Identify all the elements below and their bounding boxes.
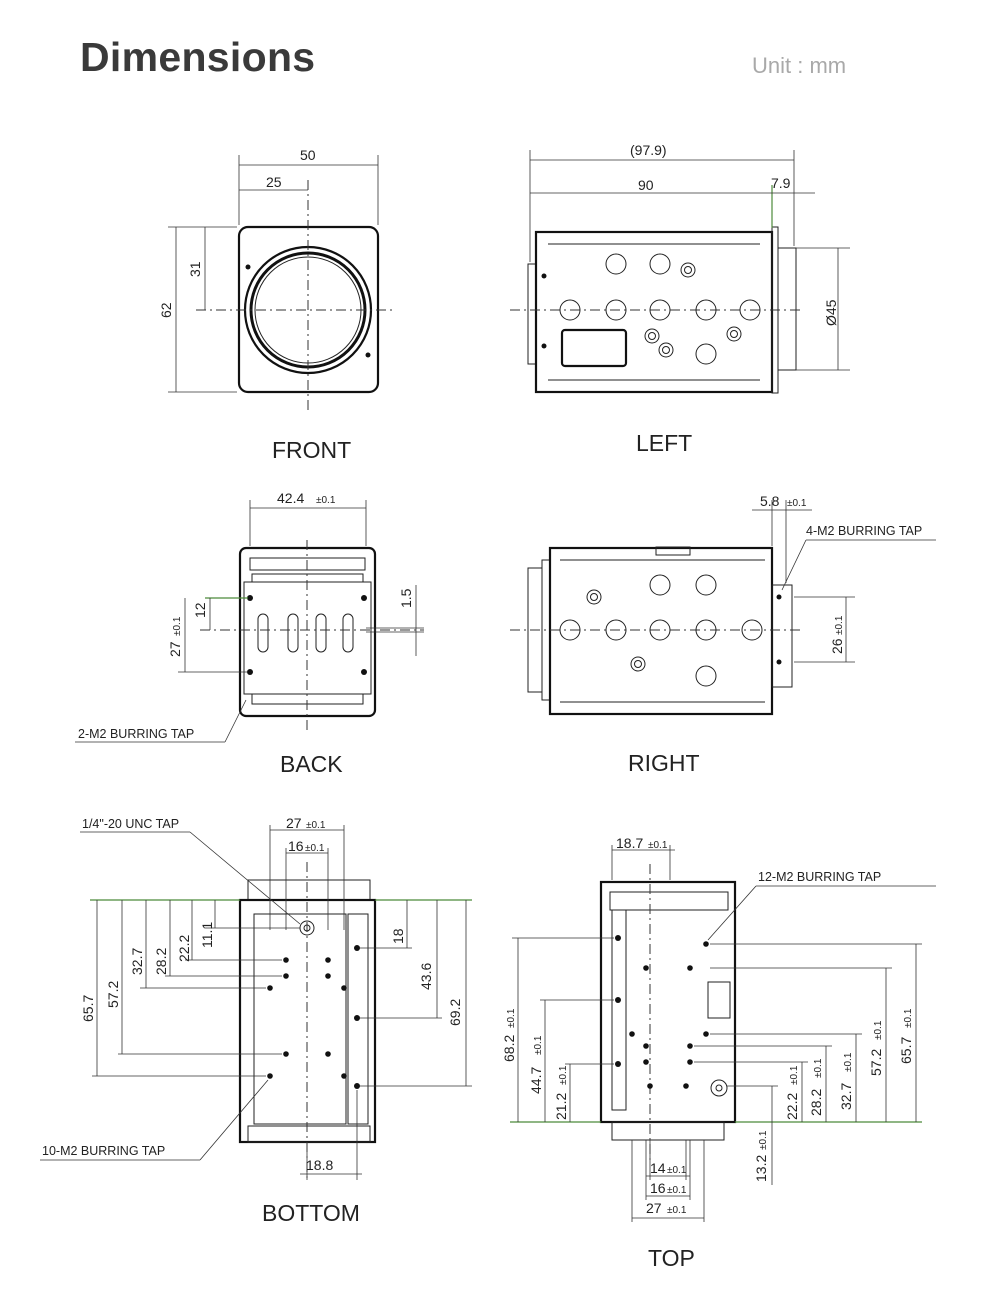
top-h65-dim: 65.7: [898, 1037, 914, 1064]
front-half-width-dim: 25: [266, 174, 282, 190]
top-h68-dim: 68.2: [501, 1035, 517, 1062]
unit-label: Unit : mm: [752, 53, 847, 78]
back-gap-dim: 1.5: [398, 588, 414, 608]
back-view: 42.4 ±0.1 27 ±0.1 12 1.5 2-M2 BURRING TA…: [75, 490, 424, 777]
bottom-h28-dim: 28.2: [153, 948, 169, 975]
top-tap-note: 12-M2 BURRING TAP: [758, 870, 881, 884]
bottom-w16-dim: 16: [288, 838, 304, 854]
front-view: 50 25 62 31 FRONT: [158, 147, 392, 463]
bottom-h32-dim: 32.7: [129, 948, 145, 975]
top-view: 18.7 ±0.1 68.2 ±0.1 44.7 ±0.1 21.2 ±0.1 …: [501, 835, 936, 1271]
top-h22-dim: 22.2: [784, 1093, 800, 1120]
right-body: [548, 546, 774, 716]
top-w27-tol: ±0.1: [667, 1205, 687, 1216]
top-w27-dim: 27: [646, 1200, 662, 1216]
top-h57-tol: ±0.1: [873, 1020, 884, 1040]
top-w14-tol: ±0.1: [667, 1165, 687, 1176]
bottom-h43-dim: 43.6: [418, 963, 434, 990]
back-offset-dim: 12: [192, 602, 208, 618]
top-w16-tol: ±0.1: [667, 1185, 687, 1196]
front-width-dim: 50: [300, 147, 316, 163]
back-height-tol: ±0.1: [172, 616, 183, 636]
bottom-h57-dim: 57.2: [105, 981, 121, 1008]
bottom-view: 27 ±0.1 16 ±0.1 11.1 22.2 28.2 32.7 57.2…: [40, 815, 472, 1226]
top-h28-dim: 28.2: [808, 1089, 824, 1116]
bottom-tap-note: 10-M2 BURRING TAP: [42, 1144, 165, 1158]
right-view-label: RIGHT: [628, 750, 700, 776]
top-h22-tol: ±0.1: [789, 1065, 800, 1085]
back-view-label: BACK: [280, 751, 343, 777]
left-body-dim: 90: [638, 177, 654, 193]
back-body: [238, 546, 377, 718]
top-h65-tol: ±0.1: [903, 1008, 914, 1028]
front-height-dim: 62: [158, 302, 174, 318]
right-view: 5.8 ±0.1 26 ±0.1 4-M2 BURRING TAP RIGHT: [510, 493, 936, 776]
top-h13-tol: ±0.1: [758, 1130, 769, 1150]
bottom-tripod-note: 1/4"-20 UNC TAP: [82, 817, 179, 831]
top-w18-dim: 18.7: [616, 835, 643, 851]
top-h44-tol: ±0.1: [533, 1035, 544, 1055]
bottom-h22-dim: 22.2: [176, 935, 192, 962]
front-view-label: FRONT: [272, 437, 351, 463]
bottom-h65-dim: 65.7: [80, 995, 96, 1022]
bottom-h69-dim: 69.2: [447, 999, 463, 1026]
top-h57-dim: 57.2: [868, 1049, 884, 1076]
top-h68-tol: ±0.1: [506, 1008, 517, 1028]
left-diameter-dim: Ø45: [823, 299, 839, 326]
top-h44-dim: 44.7: [528, 1067, 544, 1094]
top-h28-tol: ±0.1: [813, 1058, 824, 1078]
top-h32-tol: ±0.1: [843, 1052, 854, 1072]
back-height-dim: 27: [167, 641, 183, 657]
right-edge-dim: 5.8: [760, 493, 780, 509]
left-total-dim: (97.9): [630, 142, 667, 158]
right-tap-note: 4-M2 BURRING TAP: [806, 524, 922, 538]
bottom-w27-dim: 27: [286, 815, 302, 831]
back-width-tol: ±0.1: [316, 495, 336, 506]
back-width-dim: 42.4: [277, 490, 304, 506]
left-view-label: LEFT: [636, 430, 692, 456]
bottom-w16-tol: ±0.1: [305, 843, 325, 854]
top-w18-tol: ±0.1: [648, 840, 668, 851]
page-title: Dimensions: [80, 34, 316, 80]
right-edge-tol: ±0.1: [787, 498, 807, 509]
back-tap-note: 2-M2 BURRING TAP: [78, 727, 194, 741]
top-h21-tol: ±0.1: [558, 1065, 569, 1085]
top-h13-dim: 13.2: [753, 1155, 769, 1182]
bottom-w27-tol: ±0.1: [306, 820, 326, 831]
bottom-h18-dim: 18: [390, 928, 406, 944]
front-center-dim: 31: [187, 261, 203, 277]
top-view-label: TOP: [648, 1245, 695, 1271]
right-height-tol: ±0.1: [834, 615, 845, 635]
top-body: [599, 880, 737, 1124]
top-w16-dim: 16: [650, 1180, 666, 1196]
left-view: Ø45 (97.9) 90 7.9 LEFT: [510, 142, 850, 456]
bottom-view-label: BOTTOM: [262, 1200, 360, 1226]
top-w14-dim: 14: [650, 1160, 666, 1176]
left-mount-dim: 7.9: [771, 175, 791, 191]
right-height-dim: 26: [829, 638, 845, 654]
top-h21-dim: 21.2: [553, 1093, 569, 1120]
bottom-w18-dim: 18.8: [306, 1157, 333, 1173]
top-h32-dim: 32.7: [838, 1083, 854, 1110]
bottom-h11-dim: 11.1: [199, 922, 215, 948]
